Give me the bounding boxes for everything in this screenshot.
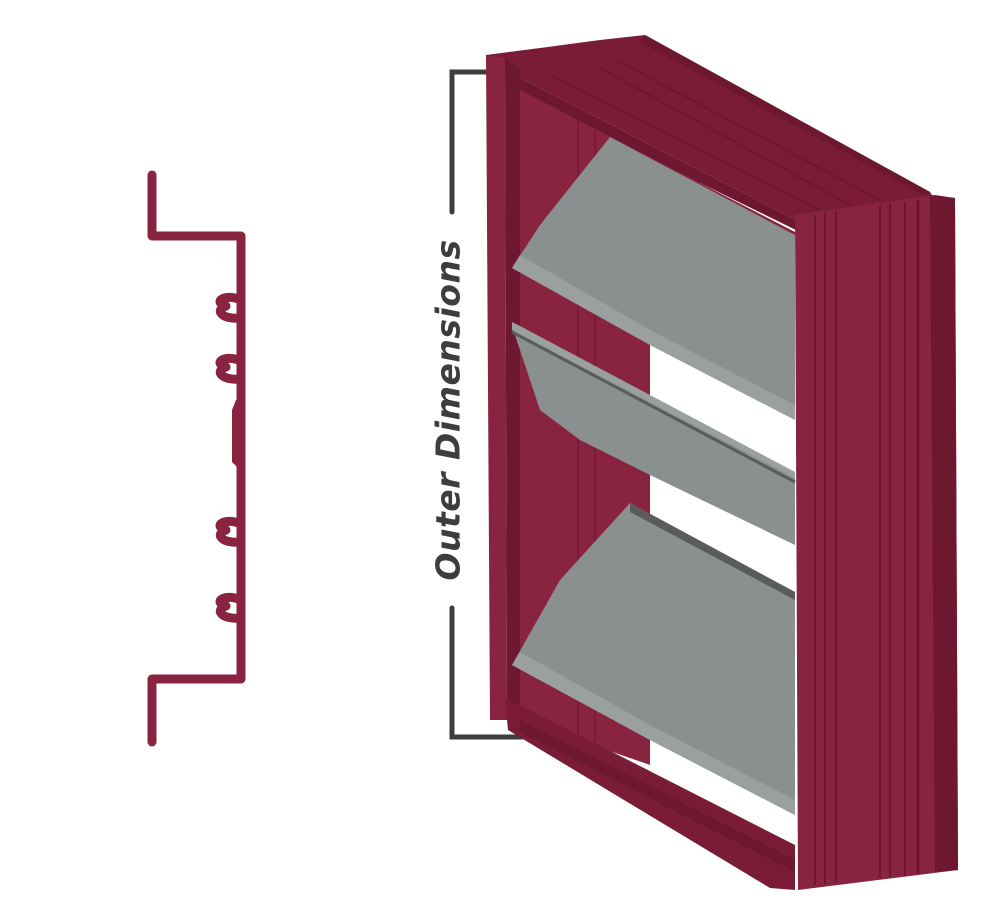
louver-blade-bottom [512, 503, 795, 815]
frame-profile-cross-section [147, 170, 246, 747]
louver-blade-middle [512, 326, 795, 545]
profile-thick-section [232, 398, 245, 468]
louver-assembly [486, 35, 958, 890]
louver-blade-top [512, 137, 795, 420]
outer-dimensions-label: Outer Dimensions [428, 239, 468, 581]
